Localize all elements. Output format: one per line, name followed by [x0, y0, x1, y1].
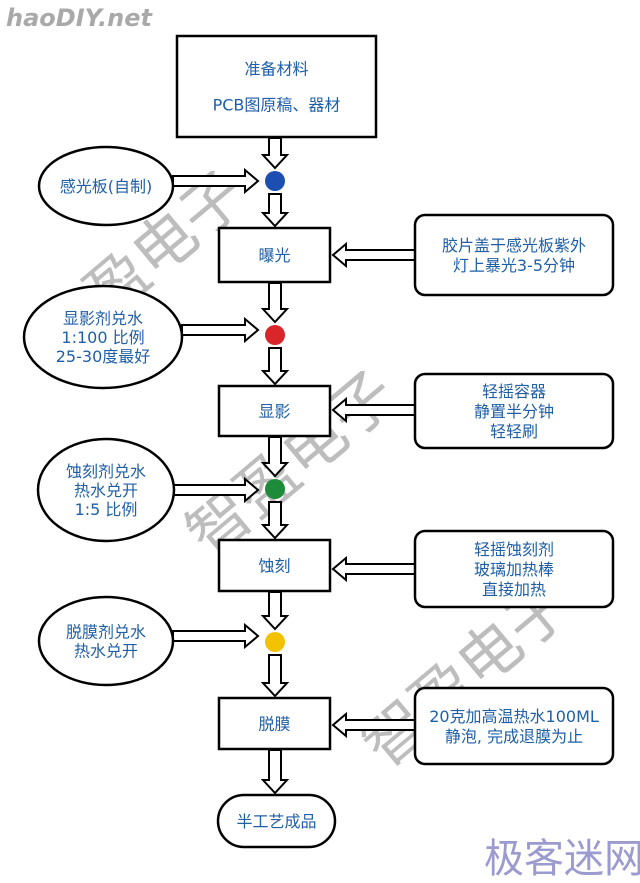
step-expose-line-1: 曝光 [258, 246, 290, 265]
arrow-down-3b [260, 501, 290, 540]
arrow-down-5 [260, 749, 290, 795]
note-1-line-1: 胶片盖于感光板紫外 [442, 236, 586, 255]
step-box-product [216, 793, 337, 849]
arrow-right-1 [172, 167, 260, 195]
arrow-down-2b [260, 347, 290, 386]
input-oval-shape-2 [22, 284, 184, 390]
note-4-line-1: 20克加高温热水100ML [429, 707, 599, 726]
step-develop-line-1: 显影 [258, 402, 290, 421]
arrow-down-4b [260, 654, 290, 698]
arrow-left-4 [331, 711, 416, 739]
step-box-etch [217, 538, 332, 593]
input-2-line-2: 1:100 比例 [61, 328, 144, 347]
note-3-line-3: 直接加热 [482, 580, 546, 599]
step-box-strip [217, 696, 332, 751]
input-oval-shape-3 [36, 437, 176, 543]
arrow-down-4a [260, 591, 290, 631]
dots [265, 171, 285, 652]
step-etch: 蚀刻 [217, 538, 332, 593]
step-prep-line-2: PCB图原稿、器材 [213, 96, 341, 115]
step-develop: 显影 [217, 384, 332, 438]
note-2-line-1: 轻摇容器 [482, 382, 546, 401]
dot-1 [265, 171, 285, 191]
input-1-line-1: 感光板(自制) [60, 177, 153, 196]
arrow-right-4 [172, 622, 260, 650]
input-2-line-3: 25-30度最好 [56, 347, 151, 366]
step-product: 半工艺成品 [216, 793, 337, 849]
input-oval-shape-4 [37, 595, 175, 687]
arrow-left-1 [331, 241, 416, 269]
step-prep-line-1: 准备材料 [244, 60, 308, 79]
arrow-left-2 [331, 396, 416, 424]
connectors [172, 137, 416, 795]
input-3-line-3: 1:5 比例 [75, 500, 138, 519]
dot-4 [265, 632, 285, 652]
step-box-expose [217, 226, 332, 284]
input-oval-1: 感光板(自制) [37, 145, 175, 227]
arrow-down-2a [260, 282, 290, 324]
step-product-line-1: 半工艺成品 [236, 812, 316, 831]
input-2-line-1: 显影剂兑水 [63, 309, 143, 328]
logo-top: haoDIY.net [6, 4, 154, 32]
input-4-line-1: 脱膜剂兑水 [66, 623, 146, 642]
input-4-line-2: 热水兑开 [74, 642, 138, 661]
step-strip: 脱膜 [217, 696, 332, 751]
right-notes: 胶片盖于感光板紫外灯上暴光3-5分钟轻摇容器静置半分钟轻轻刷轻摇蚀刻剂玻璃加热棒… [413, 213, 615, 766]
step-expose: 曝光 [217, 226, 332, 284]
arrow-right-2 [181, 316, 260, 344]
step-etch-line-1: 蚀刻 [258, 557, 290, 576]
arrow-down-1b [260, 193, 290, 228]
note-2-line-3: 轻轻刷 [490, 422, 538, 441]
step-box-prep [175, 34, 378, 139]
dot-2 [265, 325, 285, 345]
note-3-line-2: 玻璃加热棒 [474, 560, 554, 579]
note-box-2 [413, 372, 615, 450]
input-3-line-1: 蚀刻剂兑水 [66, 462, 146, 481]
step-prep: 准备材料 PCB图原稿、器材 [175, 34, 378, 139]
note-4-line-2: 静泡, 完成退膜为止 [445, 727, 583, 746]
dot-3 [265, 479, 285, 499]
note-1-line-2: 灯上暴光3-5分钟 [453, 256, 575, 275]
note-box-4 [413, 686, 615, 766]
note-box-3 [413, 529, 615, 609]
arrow-right-3 [173, 476, 260, 504]
step-strip-line-1: 脱膜 [258, 715, 290, 734]
logo-bottom: 极客迷网 [484, 836, 640, 882]
input-oval-shape-1 [37, 145, 175, 227]
note-box-1 [413, 213, 615, 297]
arrow-left-3 [331, 555, 416, 583]
note-3-line-1: 轻摇蚀刻剂 [474, 540, 554, 559]
arrow-down-3a [260, 436, 290, 478]
note-2-line-2: 静置半分钟 [474, 402, 554, 421]
input-3-line-2: 热水兑开 [74, 481, 138, 500]
arrow-down-1a [260, 137, 290, 170]
step-box-develop [217, 384, 332, 438]
